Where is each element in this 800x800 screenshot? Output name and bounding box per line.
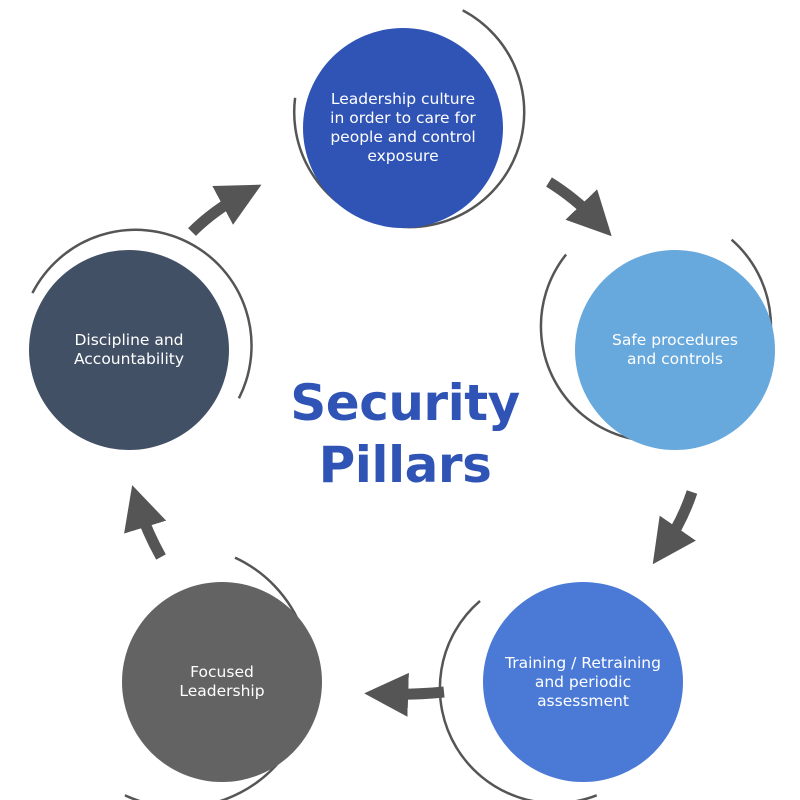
pillar-label: Training / Retraining and periodic asses… bbox=[505, 653, 661, 710]
pillar-ring-5 bbox=[31, 228, 253, 399]
pillar-ring-3 bbox=[438, 599, 598, 800]
title-line-1: Security bbox=[290, 374, 520, 432]
arrow-4-to-5 bbox=[124, 485, 167, 560]
pillar-label: Safe procedures and controls bbox=[612, 331, 738, 368]
arrow-3-to-4 bbox=[364, 672, 445, 717]
pillar-label: Focused Leadership bbox=[179, 663, 265, 700]
pillar-ring-1 bbox=[293, 9, 526, 229]
pillar-label: Leadership culture in order to care for … bbox=[330, 90, 476, 165]
pillar-training: Training / Retraining and periodic asses… bbox=[483, 582, 683, 782]
arrow-2-to-3 bbox=[652, 490, 698, 565]
pillar-label: Discipline and Accountability bbox=[73, 331, 185, 368]
pillar-focused-leadership: Focused Leadership bbox=[122, 582, 322, 782]
title-line-2: Pillars bbox=[318, 436, 492, 494]
pillar-leadership-culture: Leadership culture in order to care for … bbox=[303, 28, 503, 228]
arrow-1-to-2 bbox=[546, 177, 612, 237]
pillar-safe-procedures: Safe procedures and controls bbox=[575, 250, 775, 450]
diagram-title: Security Pillars bbox=[230, 372, 580, 496]
pillar-discipline: Discipline and Accountability bbox=[29, 250, 229, 450]
arrow-5-to-1 bbox=[188, 184, 262, 236]
